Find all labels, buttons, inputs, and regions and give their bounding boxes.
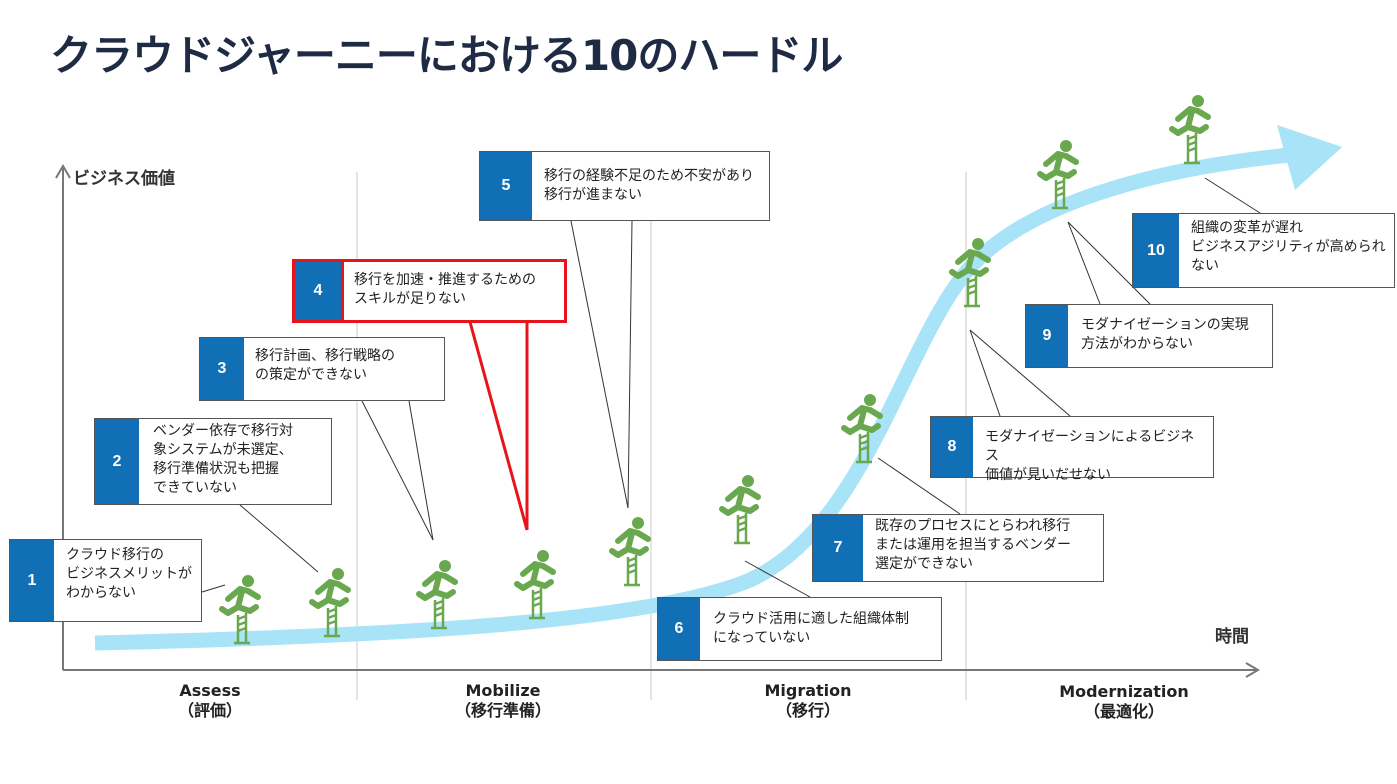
hurdle-runner-icon [1169, 95, 1211, 165]
hurdle-card-7: 7 既存のプロセスにとらわれ移行 または運用を担当するベンダー 選定ができない [812, 514, 1104, 582]
hurdle-text: 既存のプロセスにとらわれ移行 または運用を担当するベンダー 選定ができない [875, 518, 1071, 572]
callout-connector [408, 400, 434, 541]
callout-connector [627, 220, 633, 509]
callout-connector [361, 400, 434, 541]
hurdle-number: 5 [480, 152, 532, 220]
callout-connector [1204, 177, 1261, 214]
hurdle-card-2: 2 ベンダー依存で移行対 象システムが未選定、 移行準備状況も把握 できていない [94, 418, 332, 505]
hurdle-number: 9 [1026, 305, 1068, 367]
hurdle-runner-icon [514, 550, 556, 620]
hurdle-number: 1 [10, 540, 54, 621]
hurdle-card-6: 6 クラウド活用に適した組織体制 になっていない [657, 597, 942, 661]
callout-connector [744, 560, 811, 598]
hurdle-text: モダナイゼーションによるビジネス 価値が見いだせない [985, 429, 1195, 483]
hurdle-runner-icon [309, 568, 351, 638]
hurdle-text: 組織の変革が遅れ ビジネスアジリティが高められ ない [1191, 220, 1386, 274]
hurdle-runner-icon [949, 238, 991, 308]
phase-name: Migration [764, 681, 852, 700]
hurdle-text: クラウド移行の ビジネスメリットが わからない [66, 547, 192, 601]
hurdle-runner-icon [1037, 140, 1079, 210]
y-axis-label: ビジネス価値 [73, 169, 175, 189]
hurdle-runner-icon [609, 517, 651, 587]
hurdle-text: ベンダー依存で移行対 象システムが未選定、 移行準備状況も把握 できていない [153, 423, 293, 496]
callout-connector [969, 329, 1001, 417]
hurdle-text: モダナイゼーションの実現 方法がわからない [1081, 317, 1249, 352]
hurdle-card-9: 9 モダナイゼーションの実現 方法がわからない [1025, 304, 1273, 368]
hurdle-card-5: 5 移行の経験不足のため不安があり 移行が進まない [479, 151, 770, 221]
hurdle-card-4: 4 移行を加速・推進するための スキルが足りない [292, 259, 567, 323]
hurdle-runner-icon [219, 575, 261, 645]
callout-connector [570, 220, 629, 509]
page-title: クラウドジャーニーにおける10のハードル [50, 31, 843, 80]
hurdle-number: 4 [295, 262, 344, 320]
hurdle-runner-icon [841, 394, 883, 464]
hurdle-number: 10 [1133, 214, 1179, 287]
phase-modernization: Modernization （最適化） [1039, 682, 1209, 722]
callout-connector [201, 584, 226, 593]
hurdle-number: 2 [95, 419, 139, 504]
hurdle-number: 7 [813, 515, 863, 581]
phase-sub: （最適化） [1083, 702, 1164, 721]
phase-assess: Assess （評価） [125, 681, 295, 721]
phase-sub: （移行準備） [454, 701, 551, 720]
callout-connector [1067, 221, 1101, 305]
hurdle-number: 3 [200, 338, 244, 400]
phase-name: Assess [179, 681, 241, 700]
phase-sub: （移行） [775, 701, 840, 720]
callout-connector [877, 457, 961, 515]
callout-connector [969, 329, 1071, 417]
hurdle-text: 移行を加速・推進するための スキルが足りない [354, 272, 536, 307]
hurdle-runner-icon [416, 560, 458, 630]
hurdle-card-8: 8 モダナイゼーションによるビジネス 価値が見いだせない [930, 416, 1214, 483]
phase-name: Mobilize [465, 681, 541, 700]
hurdle-card-1: 1 クラウド移行の ビジネスメリットが わからない [9, 539, 202, 622]
hurdle-runner-icon [719, 475, 761, 545]
phase-migration: Migration （移行） [723, 681, 893, 721]
hurdle-card-3: 3 移行計画、移行戦略の の策定ができない [199, 337, 445, 401]
hurdle-number: 8 [931, 417, 973, 477]
hurdle-text: クラウド活用に適した組織体制 になっていない [713, 611, 909, 646]
x-axis-label: 時間 [1215, 627, 1249, 647]
callout-connector [1067, 221, 1151, 305]
hurdle-number: 6 [658, 598, 700, 660]
phase-sub: （評価） [177, 701, 242, 720]
callout-connector [239, 504, 319, 573]
hurdle-text: 移行の経験不足のため不安があり 移行が進まない [544, 168, 754, 203]
hurdle-card-10: 10 組織の変革が遅れ ビジネスアジリティが高められ ない [1132, 213, 1395, 288]
phase-name: Modernization [1059, 682, 1189, 701]
hurdle-text: 移行計画、移行戦略の の策定ができない [255, 348, 395, 383]
phase-mobilize: Mobilize （移行準備） [418, 681, 588, 721]
